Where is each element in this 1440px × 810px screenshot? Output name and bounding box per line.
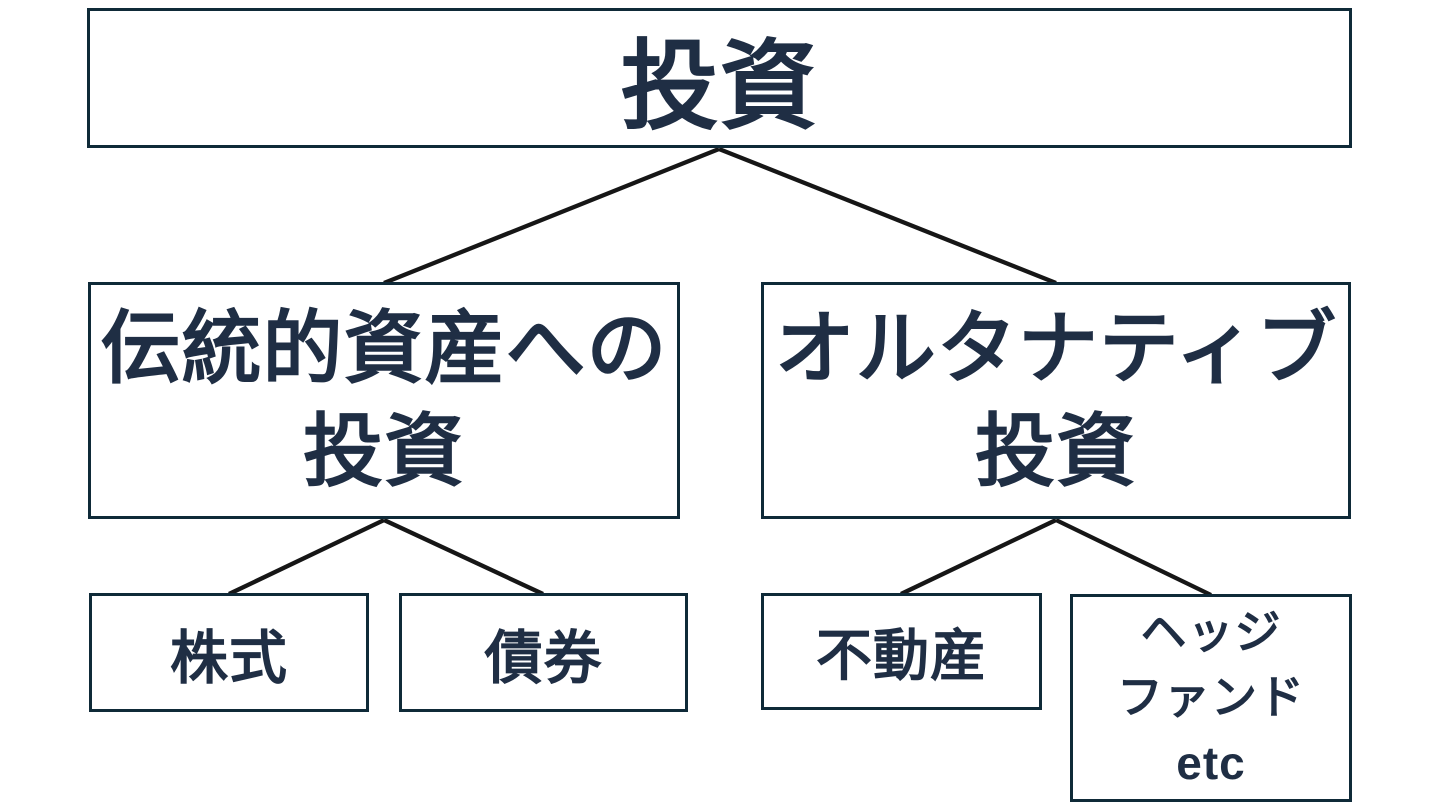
node-traditional-assets-label-line2: 投資 [303, 406, 465, 496]
node-investment-label: 投資 [620, 31, 819, 141]
node-traditional-assets: 伝統的資産への 投資 [88, 282, 680, 519]
connector-root-to-alternative [718, 147, 1057, 285]
connector-alternative-to-hedge-fund [1055, 518, 1212, 597]
node-real-estate-label: 不動産 [816, 624, 987, 687]
node-investment: 投資 [87, 8, 1352, 148]
connector-root-to-traditional [383, 147, 720, 285]
node-hedge-fund-label-line2: ファンド [1117, 671, 1305, 724]
node-stocks: 株式 [89, 593, 369, 712]
node-real-estate: 不動産 [761, 593, 1042, 710]
node-alternative-investment-label-line2: 投資 [975, 406, 1137, 496]
node-traditional-assets-label-line1: 伝統的資産への [100, 304, 668, 394]
connector-alternative-to-real-estate [900, 518, 1057, 596]
node-hedge-fund-label-line3: etc [1176, 736, 1246, 789]
connector-traditional-to-bonds [383, 518, 544, 596]
node-hedge-fund: ヘッジ ファンド etc [1070, 594, 1352, 802]
connector-traditional-to-stocks [228, 518, 385, 596]
node-hedge-fund-label-line1: ヘッジ [1140, 606, 1282, 659]
node-stocks-label: 株式 [169, 625, 288, 691]
node-alternative-investment: オルタナティブ 投資 [761, 282, 1351, 519]
node-alternative-investment-label-line1: オルタナティブ [774, 304, 1338, 394]
node-bonds-label: 債券 [484, 625, 603, 691]
node-bonds: 債券 [399, 593, 688, 712]
